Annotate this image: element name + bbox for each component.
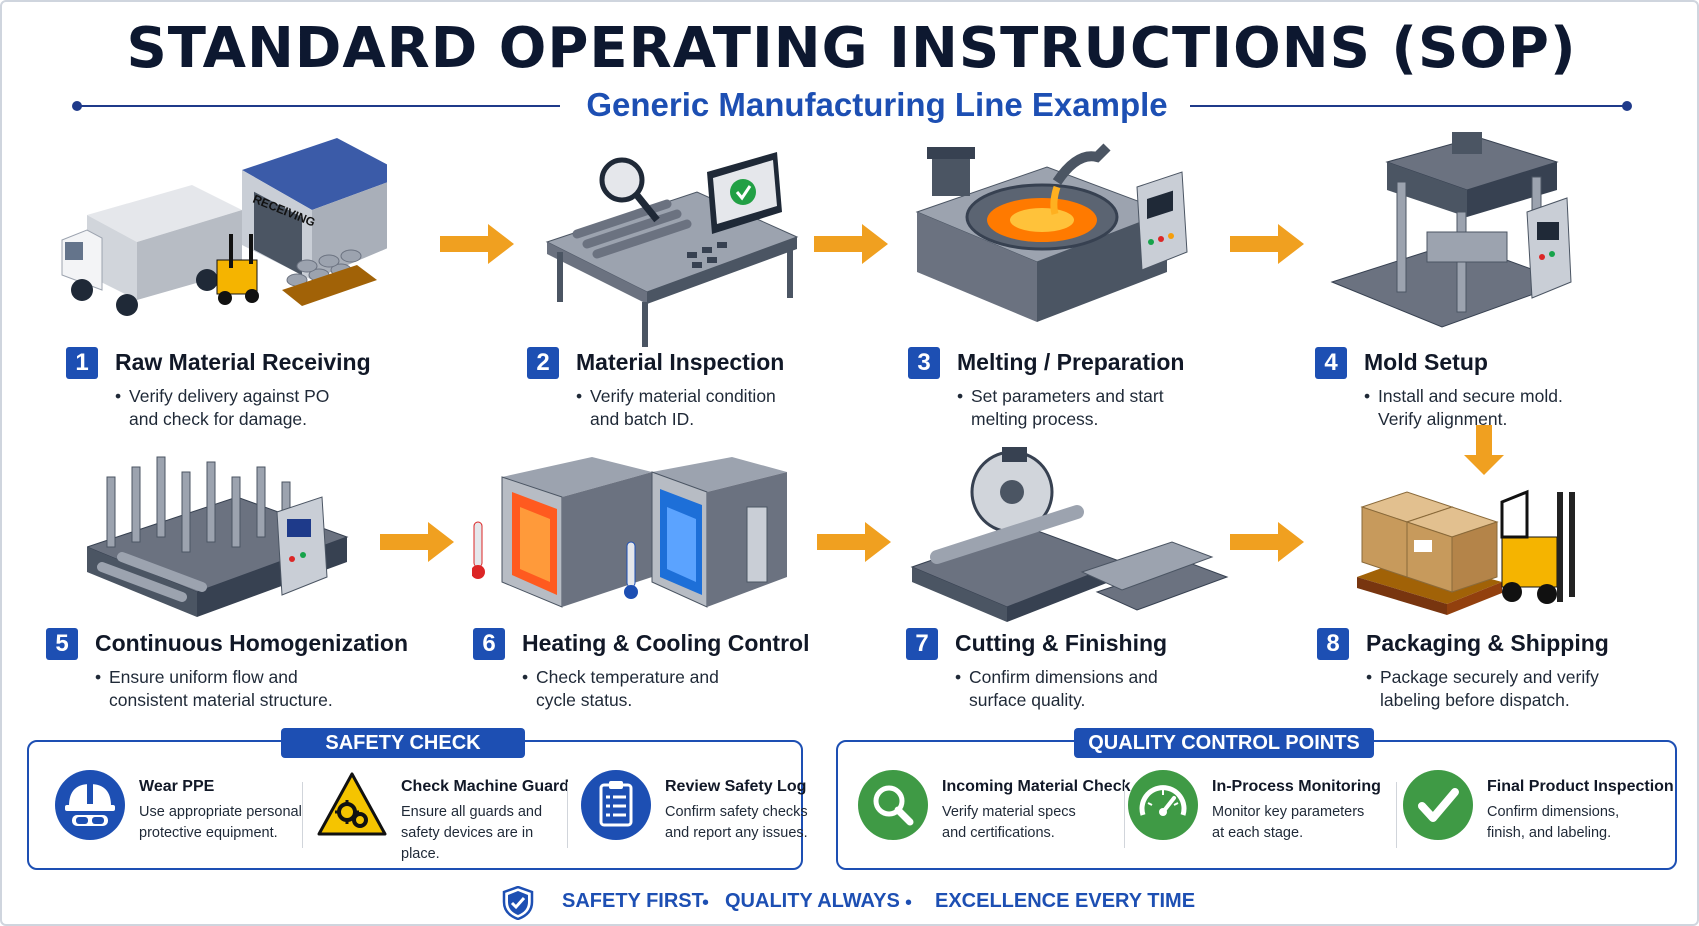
step-title: Cutting & Finishing <box>955 630 1168 656</box>
divider <box>302 782 303 848</box>
melting-illustration <box>915 143 1188 322</box>
warning-gears-icon <box>317 772 387 836</box>
page-title: STANDARD OPERATING INSTRUCTIONS (SOP) <box>126 16 1577 81</box>
qc-item-incoming: Incoming Material Check Verify material … <box>858 770 1131 850</box>
quality-control-title: QUALITY CONTROL POINTS <box>1074 728 1374 758</box>
footer-safety-first: SAFETY FIRST <box>562 890 704 912</box>
step-number: 8 <box>1317 628 1349 660</box>
divider-dot <box>72 101 82 111</box>
step-title: Material Inspection <box>576 349 785 375</box>
step-number: 3 <box>908 347 940 379</box>
step-number: 2 <box>527 347 559 379</box>
packaging-illustration <box>1357 489 1575 615</box>
flow-arrow <box>440 224 514 264</box>
qc-item-in-process: In-Process Monitoring Monitor key parame… <box>1128 770 1388 850</box>
subtitle-row: Generic Manufacturing Line Example <box>72 84 1632 124</box>
clipboard-icon <box>581 770 651 840</box>
heating-cooling-illustration <box>472 457 787 608</box>
safety-check-title: SAFETY CHECK <box>281 728 525 758</box>
flow-arrow <box>380 522 454 562</box>
shield-icon <box>502 886 534 920</box>
safety-check-panel: SAFETY CHECK Wear PPE Use appropriate pe… <box>27 728 808 870</box>
flow-arrow <box>1230 522 1304 562</box>
qc-item-title: In-Process Monitoring <box>1212 778 1381 795</box>
divider-dot <box>1622 101 1632 111</box>
safety-item-title: Check Machine Guard <box>401 778 570 795</box>
footer-separator: • <box>905 892 913 914</box>
qc-item-final: Final Product Inspection Confirm dimensi… <box>1403 770 1674 850</box>
page-subtitle: Generic Manufacturing Line Example <box>586 86 1168 123</box>
step-title: Heating & Cooling Control <box>522 630 810 656</box>
flow-arrow <box>817 522 891 562</box>
flow-arrow-down <box>1464 425 1504 475</box>
divider-line <box>1190 105 1626 107</box>
qc-item-title: Incoming Material Check <box>942 778 1131 795</box>
step-number: 6 <box>473 628 505 660</box>
divider <box>567 782 568 848</box>
step-title: Melting / Preparation <box>957 349 1185 375</box>
homogenization-illustration <box>87 456 349 617</box>
gauge-icon <box>1128 770 1198 840</box>
step-number: 4 <box>1315 347 1347 379</box>
safety-item-title: Review Safety Log <box>665 778 807 795</box>
step-number: 1 <box>66 347 98 379</box>
cutting-illustration <box>910 447 1229 622</box>
checkmark-icon <box>1403 770 1473 840</box>
mold-setup-illustration <box>1330 132 1572 328</box>
footer-tagline: SAFETY FIRST • QUALITY ALWAYS • EXCELLEN… <box>2 886 1699 920</box>
receiving-illustration: RECEIVING <box>61 138 387 316</box>
flow-arrow <box>814 224 888 264</box>
hard-hat-icon <box>55 770 125 840</box>
divider-line <box>78 105 560 107</box>
flow-arrow <box>1230 224 1304 264</box>
quality-control-panel: QUALITY CONTROL POINTS Incoming Material… <box>836 728 1677 870</box>
divider <box>1396 782 1397 848</box>
footer-excellence: EXCELLENCE EVERY TIME <box>935 890 1196 912</box>
step-title: Packaging & Shipping <box>1366 630 1609 656</box>
step-number: 5 <box>46 628 78 660</box>
qc-item-desc: Confirm dimensions,finish, and labeling. <box>1487 804 1620 841</box>
step-title: Continuous Homogenization <box>95 630 409 656</box>
safety-item-machine-guard: Check Machine Guard Ensure all guards an… <box>317 770 569 862</box>
step-title: Raw Material Receiving <box>115 349 371 375</box>
inspection-illustration <box>545 152 799 347</box>
qc-item-title: Final Product Inspection <box>1487 778 1674 795</box>
footer-quality-always: QUALITY ALWAYS <box>725 890 900 912</box>
safety-item-title: Wear PPE <box>139 778 215 795</box>
step-number: 7 <box>906 628 938 660</box>
footer-separator: • <box>702 892 710 914</box>
step-title: Mold Setup <box>1364 349 1488 375</box>
divider <box>1124 782 1125 848</box>
step-description: •Install and secure mold.Verify alignmen… <box>1364 386 1563 429</box>
magnifier-icon <box>858 770 928 840</box>
